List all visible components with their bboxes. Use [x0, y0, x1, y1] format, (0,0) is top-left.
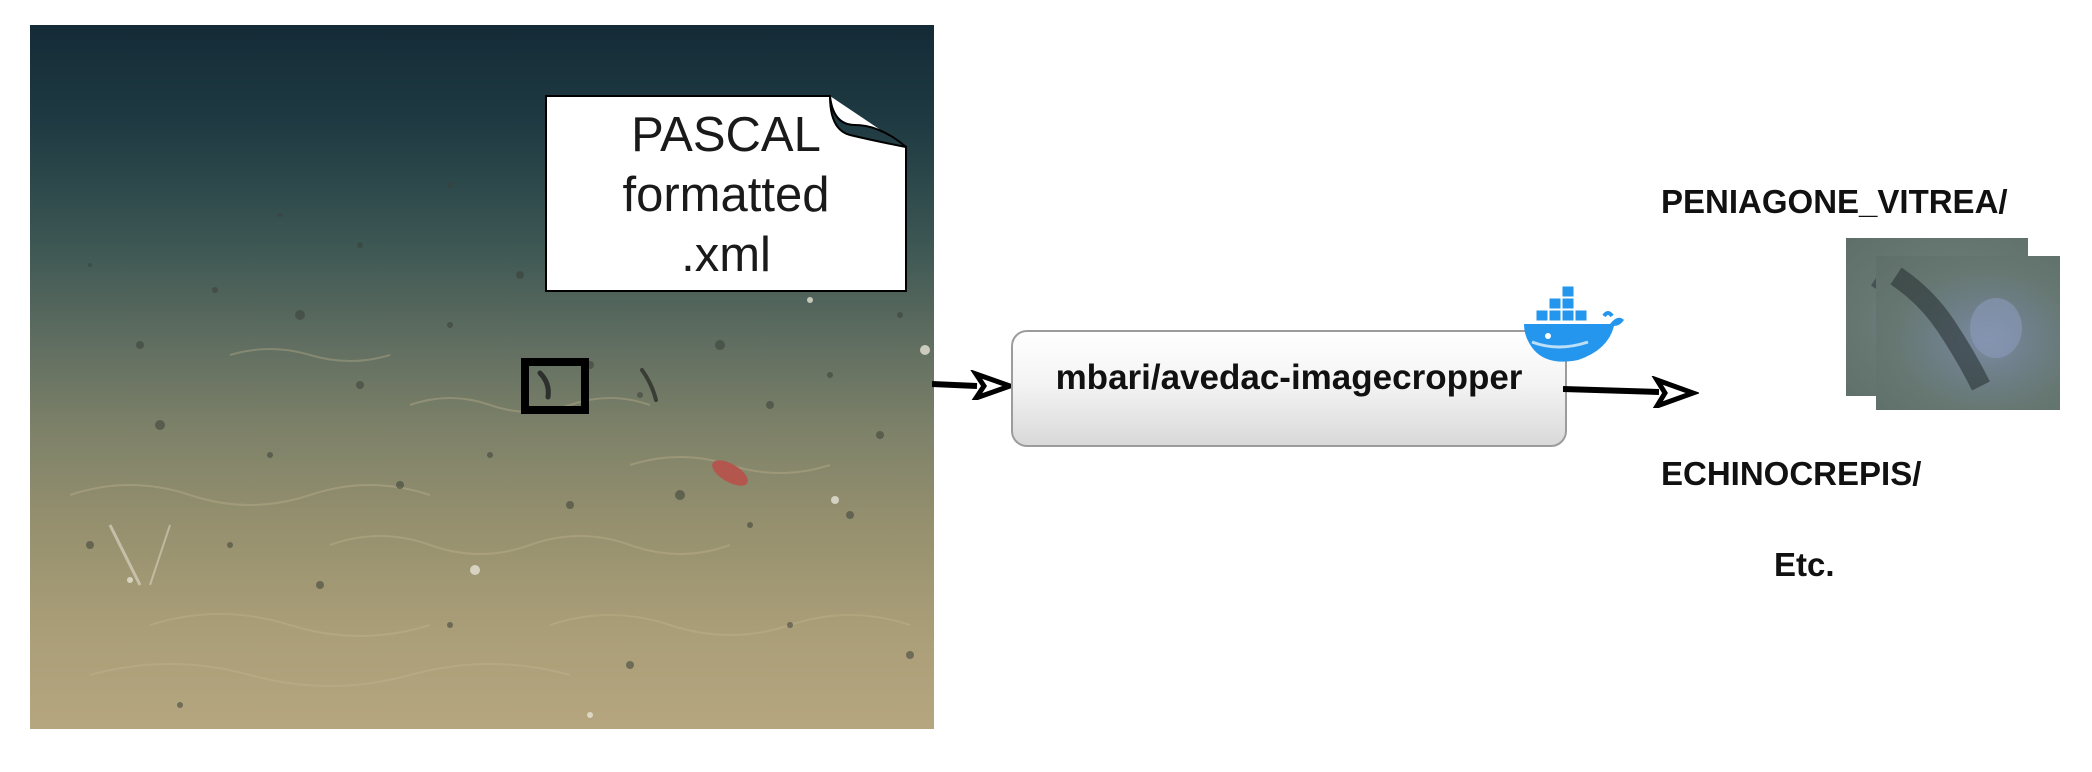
detection-box — [521, 358, 589, 414]
crop-thumbnail-2 — [1876, 256, 2060, 410]
arrow-to-outputs — [1563, 376, 1699, 408]
note-text: PASCAL formatted .xml — [622, 108, 830, 282]
folder-etc: Etc. — [1774, 546, 1835, 583]
arrow-to-process — [932, 370, 1014, 400]
docker-whale-icon — [1524, 285, 1624, 362]
process-label: mbari/avedac-imagecropper — [1055, 358, 1523, 397]
imagecropper-process-box: mbari/avedac-imagecropper — [1011, 330, 1567, 447]
folder-echinocrepis: ECHINOCREPIS/ — [1661, 455, 1922, 492]
folder-peniagone-vitrea: PENIAGONE_VITREA/ — [1661, 183, 2008, 220]
pascal-xml-document: PASCAL formatted .xml — [545, 95, 907, 292]
